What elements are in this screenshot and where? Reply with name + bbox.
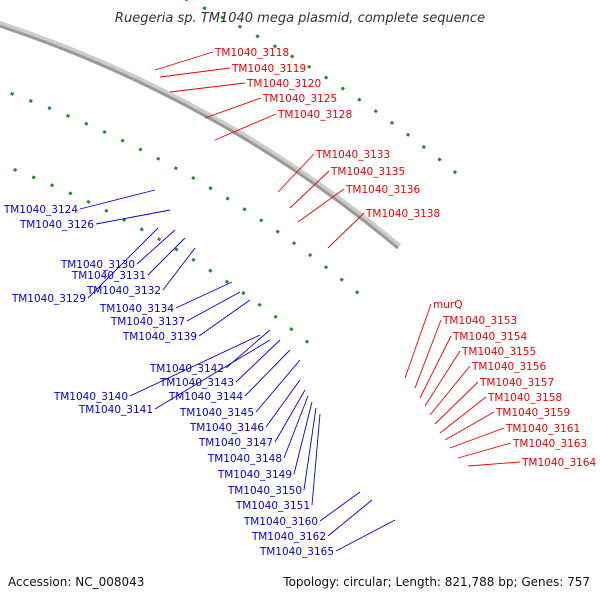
gene-label-blue: TM1040_3143 xyxy=(159,377,234,389)
leader-blue xyxy=(198,299,251,337)
leader-red xyxy=(159,67,231,78)
gene-label-red: TM1040_3155 xyxy=(461,346,536,358)
accession-text: Accession: NC_008043 xyxy=(8,575,144,589)
gene-label-blue: TM1040_3129 xyxy=(11,293,86,305)
gene-label-blue: TM1040_3148 xyxy=(207,453,282,465)
gene-label-red: TM1040_3136 xyxy=(345,184,420,196)
guide-circle-1 xyxy=(0,88,361,296)
leader-red xyxy=(154,51,214,71)
gene-labels: TM1040_3118TM1040_3119TM1040_3120TM1040_… xyxy=(3,47,597,558)
leader-red xyxy=(404,303,432,379)
gene-label-blue: TM1040_3134 xyxy=(99,303,174,315)
leader-blue xyxy=(235,339,281,383)
leader-red xyxy=(327,212,365,249)
gene-label-blue: TM1040_3160 xyxy=(243,516,318,528)
leader-red xyxy=(449,427,505,449)
leader-blue xyxy=(79,189,156,210)
leader-red xyxy=(439,396,487,434)
gene-label-blue: TM1040_3150 xyxy=(227,485,302,497)
topology-text: Topology: circular; Length: 821,788 bp; … xyxy=(282,575,590,589)
gene-label-red: TM1040_3135 xyxy=(330,166,405,178)
leader-red xyxy=(434,381,479,425)
leader-blue xyxy=(303,407,317,491)
gene-label-blue: TM1040_3144 xyxy=(168,391,243,403)
leader-blue xyxy=(283,395,309,459)
gene-label-blue: TM1040_3139 xyxy=(122,331,197,343)
leader-blue xyxy=(293,401,313,475)
leader-blue xyxy=(274,389,306,443)
leader-red xyxy=(429,365,471,416)
leader-red xyxy=(444,411,495,441)
gene-label-blue: TM1040_3147 xyxy=(198,437,273,449)
leader-blue xyxy=(136,229,176,265)
gene-label-blue: TM1040_3149 xyxy=(217,469,292,481)
leader-red xyxy=(467,461,521,467)
leader-blue xyxy=(255,359,301,413)
leader-blue xyxy=(319,491,361,522)
leader-blue xyxy=(311,413,321,506)
leader-blue xyxy=(244,349,291,397)
gene-label-red: TM1040_3118 xyxy=(214,47,289,59)
gene-label-blue: TM1040_3162 xyxy=(251,531,326,543)
gene-label-red: TM1040_3158 xyxy=(487,392,562,404)
backbone-line xyxy=(0,24,399,250)
backbone-arc xyxy=(0,20,402,250)
gene-label-red: TM1040_3159 xyxy=(495,407,570,419)
leader-red xyxy=(289,170,330,209)
leader-blue xyxy=(265,379,301,428)
leader-red xyxy=(297,188,345,223)
leader-blue xyxy=(154,339,271,410)
leader-blue xyxy=(147,237,186,276)
leader-red xyxy=(414,319,442,389)
gene-label-blue: TM1040_3145 xyxy=(179,407,254,419)
gene-label-blue: TM1040_3141 xyxy=(78,404,153,416)
gene-label-blue: TM1040_3132 xyxy=(86,285,161,297)
gene-label-red: murQ xyxy=(433,299,462,311)
gene-label-red: TM1040_3138 xyxy=(365,208,440,220)
leader-red xyxy=(214,113,277,141)
gene-label-blue: TM1040_3142 xyxy=(149,363,224,375)
gene-label-red: TM1040_3161 xyxy=(505,423,580,435)
leader-blue xyxy=(129,334,261,397)
gene-label-red: TM1040_3153 xyxy=(442,315,517,327)
gene-label-red: TM1040_3133 xyxy=(315,149,390,161)
gene-label-red: TM1040_3163 xyxy=(512,438,587,450)
gene-label-red: TM1040_3128 xyxy=(277,109,352,121)
leader-red xyxy=(457,442,512,459)
leader-red xyxy=(424,350,461,407)
gene-label-red: TM1040_3120 xyxy=(246,78,321,90)
gene-label-blue: TM1040_3131 xyxy=(71,270,146,282)
gene-label-blue: TM1040_3124 xyxy=(3,204,78,216)
gene-label-red: TM1040_3125 xyxy=(262,93,337,105)
gene-label-red: TM1040_3156 xyxy=(471,361,546,373)
gene-label-blue: TM1040_3146 xyxy=(189,422,264,434)
backbone-shadow xyxy=(0,20,402,249)
leader-red xyxy=(169,82,246,93)
leader-red xyxy=(277,153,315,193)
gene-label-red: TM1040_3119 xyxy=(231,63,306,75)
gene-label-blue: TM1040_3130 xyxy=(60,259,135,271)
leader-blue xyxy=(95,209,171,225)
gene-label-red: TM1040_3157 xyxy=(479,377,554,389)
leader-blue xyxy=(327,499,373,537)
leader-blue xyxy=(186,291,241,322)
label-leader-lines xyxy=(79,51,521,552)
gene-label-red: TM1040_3154 xyxy=(452,331,527,343)
dotted-guides xyxy=(0,0,460,349)
leader-red xyxy=(204,97,262,119)
gene-label-red: TM1040_3164 xyxy=(521,457,596,469)
leader-blue xyxy=(175,281,233,309)
leader-red xyxy=(419,335,452,399)
gene-label-blue: TM1040_3140 xyxy=(53,391,128,403)
leader-blue xyxy=(87,227,159,299)
leader-blue xyxy=(335,519,396,552)
gene-label-blue: TM1040_3126 xyxy=(19,219,94,231)
gene-label-blue: TM1040_3151 xyxy=(235,500,310,512)
gene-label-blue: TM1040_3165 xyxy=(259,546,334,558)
leader-blue xyxy=(162,247,196,291)
guide-circle-2 xyxy=(0,162,316,349)
gene-label-blue: TM1040_3137 xyxy=(110,316,185,328)
map-title: Ruegeria sp. TM1040 mega plasmid, comple… xyxy=(115,11,485,26)
